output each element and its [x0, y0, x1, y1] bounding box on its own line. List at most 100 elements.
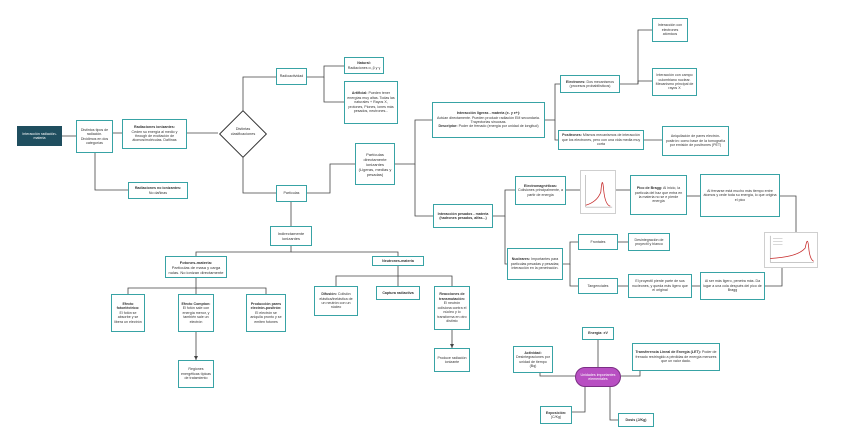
exposure-node[interactable]: Exposición: (C/Kg) — [540, 406, 572, 424]
exposure-title: Exposición: — [545, 410, 567, 415]
light-particles-node[interactable]: Interacción ligeras - materia (e- y e+):… — [432, 102, 545, 138]
neutrons-node[interactable]: Neutrones-materia — [372, 256, 424, 266]
let-body: Poder de frenado restringido a pérdidas … — [635, 350, 717, 364]
disintegration-label: Desintegración de proyectil y blanco — [634, 237, 664, 246]
ionizing-body: Ceden su energía al medio y through de e… — [131, 129, 178, 143]
photons-title: Fotones-materia: — [179, 259, 213, 265]
artificial-title: Artificial: — [351, 91, 368, 96]
light-descriptor: Poder de frenado (energía por unidad de … — [458, 124, 539, 129]
pair-production-title: Producción pares electrón-positrón: — [250, 301, 282, 311]
bragg-note: Al frenarse está mucho más tiempo entre … — [703, 188, 777, 202]
tangential-description: El proyectil pierde parte de sus nucleon… — [632, 279, 688, 293]
tangential-label: Tangenciales — [587, 283, 609, 288]
indirectly-ionizing-label: Indirectamente ionizantes — [277, 231, 305, 241]
natural-node[interactable]: Natural: Radiaciones α, β y γ — [344, 57, 384, 74]
root-title: Interacción radiación-materia — [22, 131, 57, 140]
ionizing-output-label: Produce radiación ionizante — [437, 355, 467, 364]
ionizing-output-node[interactable]: Produce radiación ionizante — [434, 348, 470, 372]
particles-label: Partículas — [283, 191, 300, 196]
compton-node[interactable]: Efecto Compton: El fotón sale con energí… — [178, 294, 214, 332]
bragg-body: Al inicio, la partícula del haz que entr… — [634, 186, 683, 204]
nuclear-field-label: Interacción con campo culombiano nuclear… — [655, 73, 694, 91]
types-title: Distintos tipos de radiación. — [80, 127, 109, 137]
ionizing-title: Radiaciones ionizantes: — [134, 125, 175, 130]
activity-body: Desintegraciones por unidad de tiempo (B… — [516, 355, 550, 368]
artificial-node[interactable]: Artificial: Pueden tener energías muy al… — [344, 81, 398, 124]
heavy-title: Interacción pesados - materia (hadrones … — [437, 211, 489, 220]
non-ionizing-node[interactable]: Radiaciones no ionizantes: No dañinas — [128, 182, 188, 199]
types-node[interactable]: Distintos tipos de radiación. Dividimos … — [76, 120, 113, 153]
diffusion-node[interactable]: Difusión: Colisión elástica/inelástica d… — [314, 286, 358, 316]
disintegration-node[interactable]: Desintegración de proyectil y blanco — [628, 233, 670, 251]
root-node[interactable]: Interacción radiación-materia — [17, 126, 62, 146]
diffusion-title: Difusión: — [321, 292, 337, 297]
natural-title: Natural: — [357, 61, 371, 66]
heavy-particles-node[interactable]: Interacción pesados - materia (hadrones … — [433, 204, 493, 228]
pair-production-node[interactable]: Producción pares electrón-positrón: El e… — [246, 294, 286, 332]
nuclear-title: Nucleares: — [511, 257, 531, 262]
natural-body: Radiaciones α, β y γ — [347, 65, 381, 70]
activity-title: Actividad: — [524, 350, 542, 355]
positrons-node[interactable]: Positrones: Mismos mecanismos de interac… — [558, 130, 644, 150]
bragg-peak-node[interactable]: Pico de Bragg: Al inicio, la partícula d… — [630, 175, 687, 215]
radiative-capture-node[interactable]: Captura radiactiva — [376, 286, 420, 300]
electron-interaction-node[interactable]: Interacción con electrones atómicos — [652, 18, 688, 42]
nuclear-field-node[interactable]: Interacción con campo culombiano nuclear… — [652, 68, 697, 96]
tangential-description-node[interactable]: El proyectil pierde parte de sus nucleon… — [628, 274, 692, 298]
electron-interaction-label: Interacción con electrones atómicos — [657, 23, 683, 37]
electromagnetic-body: Colisiones principalmente, a partir de e… — [518, 188, 563, 197]
directly-ionizing-label: Partículas directamente ionizantes (Lige… — [358, 151, 392, 177]
bragg-note-node[interactable]: Al frenarse está mucho más tiempo entre … — [700, 174, 780, 217]
electrons-title: Electrones: — [565, 79, 586, 84]
bragg-curve-graph — [580, 170, 616, 214]
annihilation-node[interactable]: Aniquilación de pares electrón-positrón:… — [662, 126, 729, 156]
pair-production-body: El electrón se aniquila pronto y se emit… — [250, 310, 282, 324]
indirectly-ionizing-node[interactable]: Indirectamente ionizantes — [270, 226, 312, 246]
transmutation-title: Reacciones de transmutación: — [439, 292, 465, 301]
tangential-note-node[interactable]: Al ser más ligero, penetra más. Da lugar… — [700, 272, 765, 300]
tangential-node[interactable]: Tangenciales — [578, 278, 618, 294]
light-descriptor-title: Descriptor: — [438, 124, 458, 129]
frontal-node[interactable]: Frontales — [578, 234, 618, 250]
positrons-title: Positrones: — [562, 133, 582, 138]
bragg-title: Pico de Bragg: — [636, 186, 663, 191]
let-node[interactable]: Transferencia Lineal de Energía (LET): P… — [632, 343, 720, 371]
nuclear-node[interactable]: Nucleares: Importantes para partículas p… — [507, 248, 563, 280]
neutrons-title: Neutrones-materia — [382, 258, 414, 263]
activity-node[interactable]: Actividad: Desintegraciones por unidad d… — [513, 346, 553, 373]
radioactivity-node[interactable]: Radioactividad — [276, 68, 307, 85]
photons-node[interactable]: Fotones-materia: Partículas de masa y ca… — [165, 256, 227, 278]
ionizing-node[interactable]: Radiaciones ionizantes: Ceden su energía… — [122, 119, 187, 149]
light-body: Actúan directamente. Pueden producir rad… — [437, 115, 540, 124]
electromagnetic-node[interactable]: Electromagnéticas: Colisiones principalm… — [515, 176, 566, 205]
non-ionizing-body: No dañinas — [148, 190, 168, 195]
diffusion-body: Colisión elástica/inelástica de un neutr… — [319, 292, 353, 310]
particles-node[interactable]: Partículas — [276, 185, 307, 202]
dose-node[interactable]: Dosis (J/Kg) — [618, 413, 654, 427]
energy-regions-node[interactable]: Regiones energéticas típicas de tratamie… — [178, 360, 214, 388]
compton-body: El fotón sale con energía menor, y tambi… — [182, 306, 210, 324]
radioactivity-label: Radioactividad — [279, 74, 304, 79]
non-ionizing-title: Radiaciones no ionizantes: — [134, 186, 182, 191]
electromagnetic-title: Electromagnéticas: — [523, 183, 558, 188]
photoelectric-body: El fotón se absorbe y se libera un elect… — [114, 310, 142, 324]
photoelectric-node[interactable]: Efecto fotoeléctrico: El fotón se absorb… — [111, 294, 145, 332]
energy-unit-title: Energía: eV — [588, 331, 608, 336]
photons-body: Partículas de masa y carga nulas. No ion… — [168, 264, 224, 275]
energy-unit-node[interactable]: Energía: eV — [582, 327, 614, 340]
units-node[interactable]: Unidades importantes elementales — [575, 367, 621, 387]
tangential-note: Al ser más ligero, penetra más. Da lugar… — [703, 279, 762, 293]
types-body: Dividimos en dos categorías — [80, 136, 109, 145]
dose-title: Dosis (J/Kg) — [625, 417, 647, 422]
transmutation-body: El neutrón colisiona contra el núcleo y … — [437, 301, 467, 324]
artificial-body: Pueden tener energías muy altas. Todas l… — [347, 91, 395, 114]
light-title: Interacción ligeras - materia (e- y e+): — [456, 111, 521, 116]
transmutation-node[interactable]: Reacciones de transmutación: El neutrón … — [434, 286, 470, 330]
compton-title: Efecto Compton: — [181, 301, 211, 306]
directly-ionizing-node[interactable]: Partículas directamente ionizantes (Lige… — [355, 143, 395, 185]
nuclear-body: Importantes para partículas pesadas y pe… — [510, 257, 560, 271]
electrons-node[interactable]: Electrones: Dos mecanismos (procesos pro… — [560, 75, 620, 93]
classification-label: Distintas clasificaciones — [230, 127, 256, 136]
positrons-body: Mismos mecanismos de interacción que los… — [561, 133, 641, 147]
